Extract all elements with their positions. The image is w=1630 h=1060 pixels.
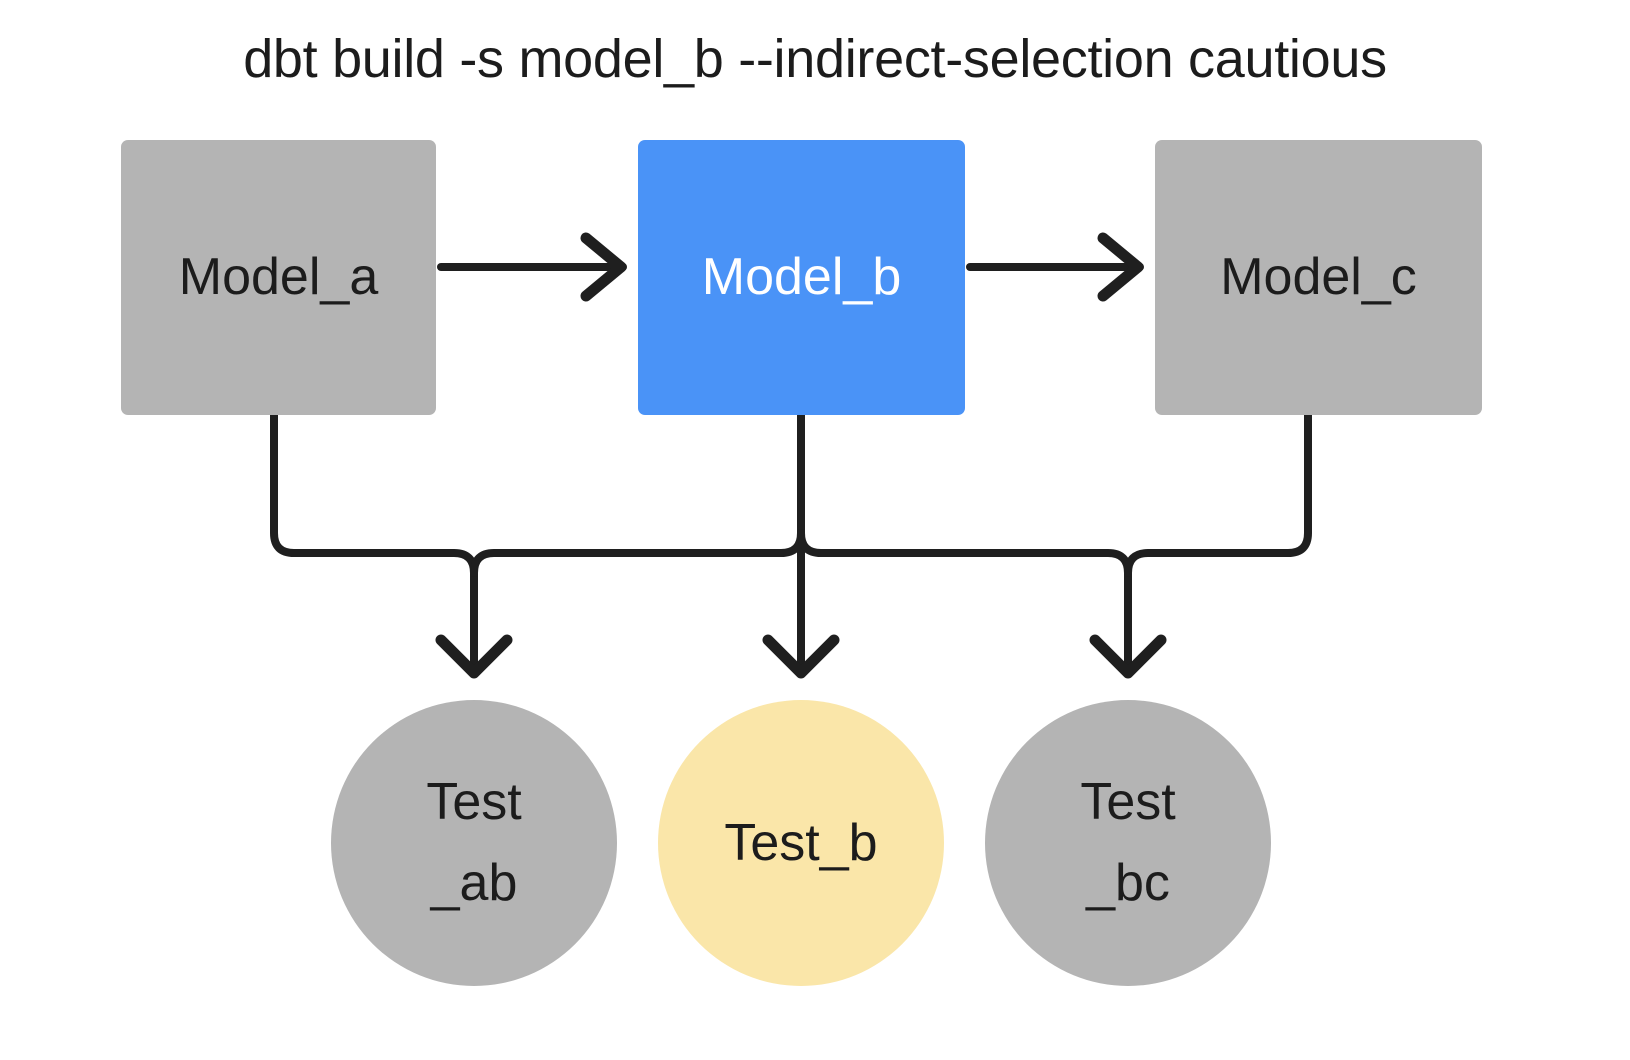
node-test-ab-label-line2: _ab [430,854,518,912]
edge-model-b-to-test-ab [470,411,805,577]
edge-model-b-to-test-b [762,411,840,679]
page-title: dbt build -s model_b --indirect-selectio… [243,29,1387,89]
edge-model-a-to-model-b [437,232,627,302]
node-test-bc[interactable]: Test _bc [985,700,1271,986]
node-model-a-label: Model_a [178,248,379,307]
node-test-b-label-line1: Test_b [724,813,878,872]
node-test-b[interactable]: Test_b [658,700,944,986]
node-model-b-label: Model_b [701,248,902,307]
node-model-c-label: Model_c [1220,248,1417,307]
edge-model-b-to-test-bc [797,529,1167,679]
node-model-b[interactable]: Model_b [638,140,965,415]
node-test-ab[interactable]: Test _ab [331,700,617,986]
node-test-ab-label-line1: Test [426,773,522,832]
edge-model-c-to-test-bc [1124,411,1312,577]
edge-model-a-to-test-ab [270,411,513,679]
node-test-bc-label-line2: _bc [1086,854,1170,912]
node-model-c[interactable]: Model_c [1155,140,1482,415]
node-test-bc-label-line1: Test [1080,773,1176,832]
edge-model-b-to-model-c [966,232,1144,302]
node-model-a[interactable]: Model_a [121,140,436,415]
